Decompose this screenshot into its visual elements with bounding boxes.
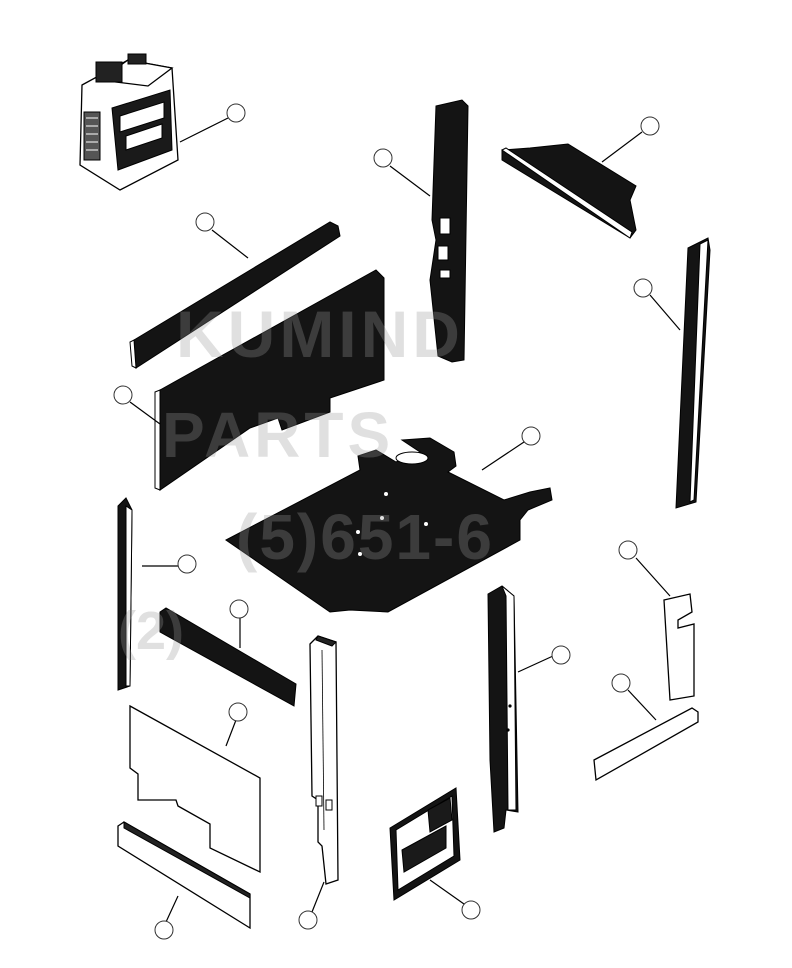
right-side-strip (633, 237, 711, 509)
right-rear-pillar-seal (373, 99, 469, 363)
left-pillar-strip (117, 497, 197, 691)
callout-heater-box (226, 103, 246, 123)
callout-right-side-strip (633, 278, 653, 298)
small-corner-piece (618, 540, 695, 701)
callout-rear-top-strip (195, 212, 215, 232)
rear-top-strip (129, 212, 341, 369)
callout-rear-wall-panel (113, 385, 133, 405)
floor-mat (225, 426, 553, 613)
small-bottom-strip (593, 673, 699, 782)
callout-left-door-pillar (298, 910, 318, 930)
callout-small-bottom-strip (611, 673, 631, 693)
rear-wall-panel (113, 269, 385, 491)
lower-left-strip (159, 599, 297, 707)
heater-box (79, 53, 246, 191)
left-door-pillar (298, 635, 339, 930)
callout-right-door-pillar (551, 645, 571, 665)
callout-left-lower-panel (228, 702, 248, 722)
callout-roof-top-strip (640, 116, 660, 136)
callout-right-rear-pillar-seal (373, 148, 393, 168)
callout-bottom-strip (154, 920, 174, 940)
callout-floor-mat (521, 426, 541, 446)
right-door-pillar (487, 585, 571, 833)
callout-left-pillar-strip (177, 554, 197, 574)
bottom-strip (117, 821, 251, 940)
callout-lower-left-strip (229, 599, 249, 619)
callout-small-corner-piece (618, 540, 638, 560)
roof-top-strip (501, 116, 660, 239)
left-lower-panel (129, 702, 261, 874)
door-panel (389, 787, 481, 920)
callout-door-panel (461, 900, 481, 920)
